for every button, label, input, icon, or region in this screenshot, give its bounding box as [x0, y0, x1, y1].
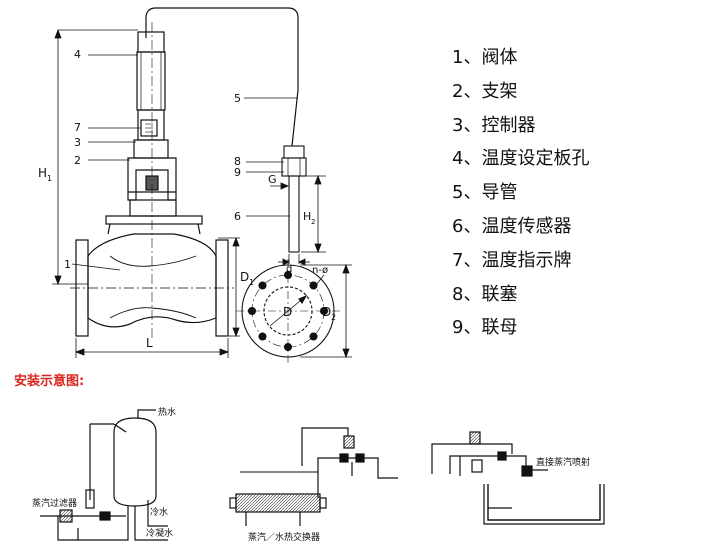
callout-8: 8: [234, 155, 241, 168]
legend-item-nut: 9、联母: [452, 317, 518, 339]
callout-6: 6: [234, 210, 241, 223]
l-dimension: [74, 338, 230, 358]
label-condensate: 冷凝水: [146, 527, 173, 539]
h1-dimension: [52, 28, 138, 286]
sensor-dimensions: [270, 174, 326, 266]
label-l: L: [146, 336, 153, 350]
install-diagram-boiler-labels: 热水 蒸汽过滤器 冷水 冷凝水: [32, 406, 176, 539]
sensor-plug: [283, 145, 305, 159]
heat-exchanger: [235, 493, 321, 513]
steam-filter: [59, 509, 73, 523]
label-g: G: [268, 173, 277, 186]
label-hot-water: 热水: [158, 406, 176, 418]
d2-dimension: [300, 263, 352, 359]
controller-body: [133, 139, 169, 159]
label-h2: H: [303, 210, 311, 223]
callout-1: 1: [64, 258, 71, 271]
callout-5: 5: [234, 92, 241, 105]
callout-3: 3: [74, 136, 81, 149]
bonnet: [129, 199, 177, 217]
callout-leaders: [71, 54, 298, 271]
legend-item-conduit: 5、导管: [452, 182, 518, 204]
legend-item-controller: 3、控制器: [452, 114, 536, 136]
legend-item-indicator: 7、温度指示牌: [452, 249, 572, 271]
setting-plate-tube: [137, 31, 165, 53]
label-h1-sub: 1: [47, 174, 52, 183]
callout-4: 4: [74, 48, 81, 61]
label-cold-water: 冷水: [150, 506, 168, 518]
callout-7: 7: [74, 121, 81, 134]
legend-item-sensor: 6、温度传感器: [452, 215, 572, 237]
label-heat-exchanger: 蒸汽／水热交换器: [248, 531, 320, 543]
label-d2-sub: 2: [331, 313, 336, 322]
label-n-phi: n-ø: [312, 265, 328, 276]
install-diagram-exchanger: [229, 427, 398, 526]
label-steam-filter: 蒸汽过滤器: [32, 497, 77, 509]
label-d2: D: [322, 305, 331, 319]
install-diagram-spray: [431, 431, 605, 525]
install-diagram-boiler: [40, 409, 168, 541]
callout-2: 2: [74, 154, 81, 167]
label-direct-spray: 直接蒸汽喷射: [536, 456, 590, 468]
legend-item-setting-plate: 4、温度设定板孔: [452, 148, 590, 170]
label-h2-sub: 2: [311, 218, 315, 226]
bolt-holes: [247, 270, 329, 352]
capillary-tube: [145, 7, 299, 147]
parts-legend: 1、阀体 2、支架 3、控制器 4、温度设定板孔 5、导管 6、温度传感器 7、…: [452, 46, 712, 350]
callout-9: 9: [234, 166, 241, 179]
sensor-assembly: [281, 145, 307, 253]
legend-item-valve-body: 1、阀体: [452, 47, 518, 68]
sensor-probe: [288, 175, 300, 253]
flange-end-view: [236, 259, 340, 363]
callout-numbers: 4 7 3 2 1 5 8 9 6: [64, 48, 241, 271]
label-h1: H: [38, 166, 47, 180]
hot-water-tank: [113, 417, 157, 507]
spray-tank: [487, 484, 601, 521]
label-d1: D: [240, 270, 249, 284]
valve-drawing: [70, 7, 299, 338]
label-d1-sub: 1: [249, 278, 254, 287]
legend-item-bracket: 2、支架: [452, 80, 518, 102]
label-d-center: D: [283, 305, 292, 319]
install-section-title: 安装示意图:: [14, 374, 85, 389]
sensor-nut: [281, 157, 307, 177]
legend-item-plug: 8、联塞: [452, 283, 518, 305]
label-d-small: d: [286, 264, 292, 275]
dimension-labels: H 1 L D 1 G H 2 d n-ø D D 2: [38, 166, 336, 350]
d1-dimension: [218, 236, 240, 338]
valve-body: [87, 233, 217, 328]
